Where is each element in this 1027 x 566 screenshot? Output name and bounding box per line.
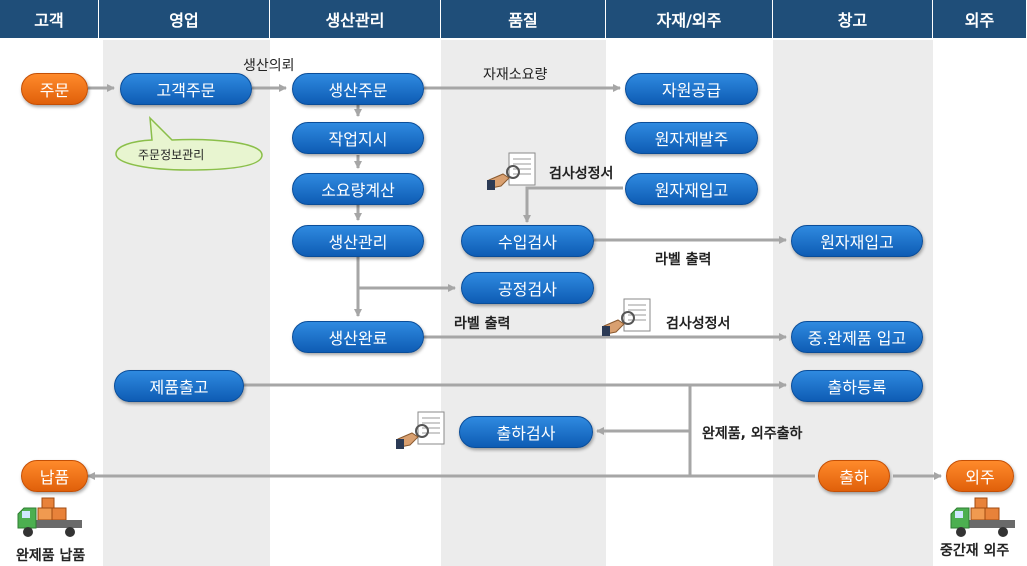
raw-material-order-node[interactable]: 원자재발주 (625, 122, 758, 154)
callout-text: 주문정보관리 (138, 148, 205, 162)
work-instruction-node[interactable]: 작업지시 (292, 122, 424, 154)
process-inspection-node[interactable]: 공정검사 (461, 272, 594, 304)
shipping-inspection-node[interactable]: 출하검사 (459, 416, 593, 448)
delivery-truck-icon (17, 497, 82, 537)
lane-header-sales: 영업 (99, 0, 270, 38)
incoming-inspection-node[interactable]: 수입검사 (461, 225, 594, 257)
lane-header-material: 자재/외주 (606, 0, 773, 38)
resource-supply-node[interactable]: 자원공급 (625, 73, 758, 105)
inspection-report-label-1: 검사성정서 (549, 166, 614, 182)
lane-header-outsourcing: 외주 (933, 0, 1027, 38)
shipment-node[interactable]: 출하 (818, 460, 890, 492)
raw-material-receipt-node[interactable]: 원자재입고 (625, 173, 758, 205)
material-requirement-label: 자재소요량 (483, 67, 548, 83)
customer-order-node[interactable]: 고객주문 (120, 73, 252, 105)
lane-shade-sales (103, 40, 270, 566)
prod-request-label: 생산의뢰 (243, 58, 295, 74)
label-print-label-1: 라벨 출력 (655, 252, 712, 268)
outsourcing-truck-icon (950, 497, 1015, 537)
finished-delivery-label: 완제품 납품 (16, 548, 86, 564)
inspection-report-label-2: 검사성정서 (666, 316, 731, 332)
shipping-registration-node[interactable]: 출하등록 (791, 370, 923, 402)
production-management-node[interactable]: 생산관리 (292, 225, 424, 257)
lane-header-production: 생산관리 (270, 0, 441, 38)
label-print-label-2: 라벨 출력 (454, 316, 511, 332)
callout-bubble (115, 116, 263, 171)
warehouse-product-receipt-node[interactable]: 중.완제품 입고 (791, 321, 923, 353)
requirement-calc-node[interactable]: 소요량계산 (292, 173, 424, 205)
lane-header-customer: 고객 (0, 0, 99, 38)
order-node[interactable]: 주문 (21, 73, 88, 105)
outsourcing-node[interactable]: 외주 (946, 460, 1014, 492)
warehouse-raw-receipt-node[interactable]: 원자재입고 (791, 225, 923, 257)
shipping-note-label: 완제품, 외주출하 (702, 426, 803, 442)
product-release-node[interactable]: 제품출고 (114, 370, 244, 402)
lane-header-warehouse: 창고 (773, 0, 933, 38)
delivery-node[interactable]: 납품 (21, 460, 88, 492)
lane-header-quality: 품질 (441, 0, 606, 38)
production-order-node[interactable]: 생산주문 (292, 73, 424, 105)
inspection-document-icon (396, 411, 445, 449)
inspection-document-icon (487, 152, 536, 190)
intermediate-outsourcing-label: 중간재 외주 (940, 543, 1010, 559)
inspection-document-icon (602, 298, 651, 336)
production-complete-node[interactable]: 생산완료 (292, 321, 424, 353)
